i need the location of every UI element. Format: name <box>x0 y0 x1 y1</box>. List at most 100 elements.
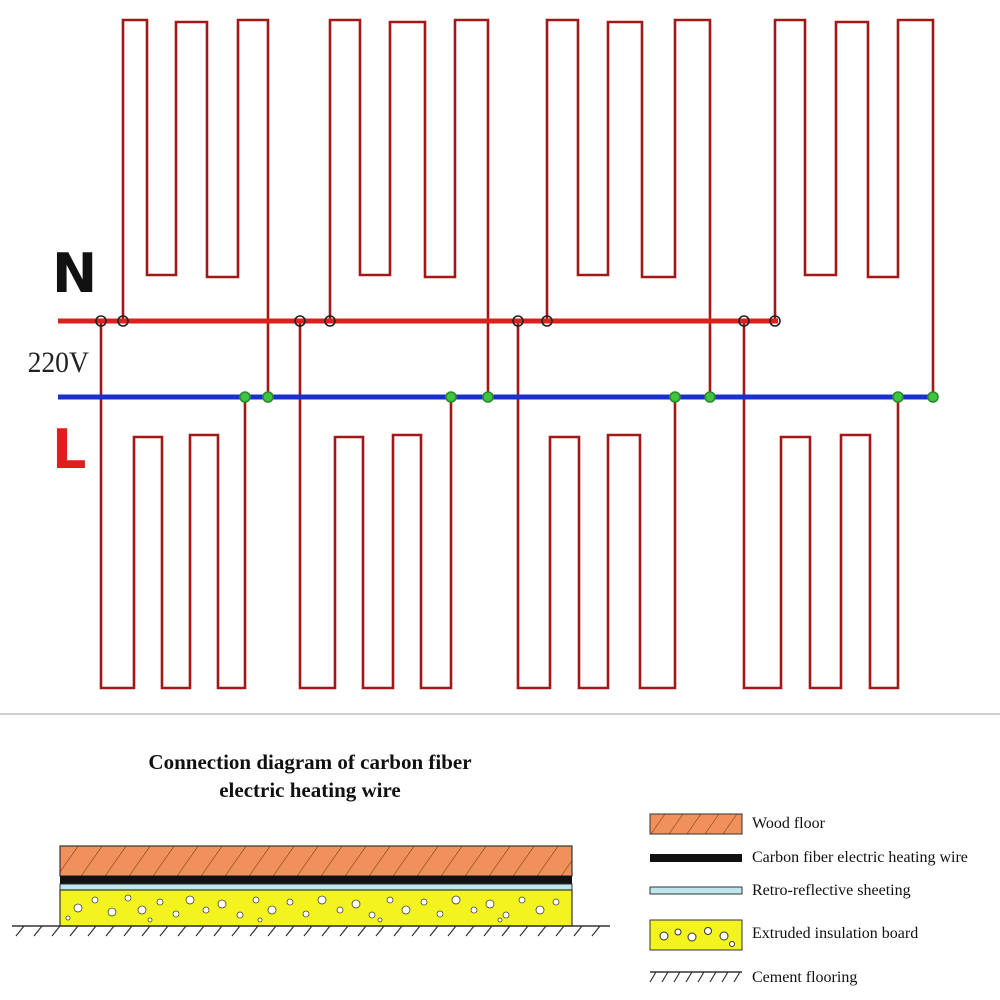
live-junction-node-6 <box>704 391 716 403</box>
diagram-caption: Connection diagram of carbon fiber elect… <box>100 748 520 804</box>
heating-wire-layer <box>60 876 572 884</box>
ground-hatch-mark <box>249 925 259 937</box>
live-junction-node-8 <box>927 391 939 403</box>
lower-heating-wire-2 <box>298 321 453 690</box>
insulation-bubble <box>172 910 180 918</box>
legend-label-cement-flooring: Cement flooring <box>752 969 858 986</box>
ground-hatch-mark <box>447 925 457 937</box>
ground-hatch-mark <box>177 925 187 937</box>
ground-hatch-mark <box>339 925 349 937</box>
insulation-bubble <box>451 895 461 905</box>
neutral-junction-node-3 <box>294 315 306 327</box>
insulation-bubble <box>470 906 478 914</box>
ground-hatch-mark <box>105 925 115 937</box>
neutral-junction-node-7 <box>738 315 750 327</box>
ground-hatch-mark <box>159 925 169 937</box>
legend-label-insulation-board: Extruded insulation board <box>752 925 919 942</box>
heating-wire-swatch <box>650 854 742 862</box>
ground-hatch-mark <box>555 925 565 937</box>
ground-hatch-mark <box>573 925 583 937</box>
ground-hatch-mark <box>231 925 241 937</box>
insulation-bubble <box>185 895 195 905</box>
insulation-bubble <box>107 907 117 917</box>
wood-floor-layer <box>59 845 573 877</box>
lower-heating-wire-3 <box>516 321 677 690</box>
live-junction-node-7 <box>892 391 904 403</box>
insulation-bubble <box>351 899 361 909</box>
insulation-bubble <box>73 903 83 913</box>
ground-hatch-mark <box>141 925 151 937</box>
insulation-bubble <box>485 899 495 909</box>
legend-label-heating-wire: Carbon fiber electric heating wire <box>752 849 968 866</box>
insulation-bubble <box>124 894 132 902</box>
insulation-texture <box>65 894 560 923</box>
upper-heating-wire-3 <box>545 18 712 397</box>
wiring-diagram: N 220V L <box>28 18 939 690</box>
caption-line-2: electric heating wire <box>219 778 401 802</box>
upper-heating-wire-2 <box>328 18 490 397</box>
legend-label-retro-sheeting: Retro-reflective sheeting <box>752 882 911 899</box>
ground-hatch-mark <box>303 925 313 937</box>
neutral-label: N <box>52 242 97 305</box>
ground-hatch-mark <box>429 925 439 937</box>
neutral-junction-node-2 <box>117 315 129 327</box>
insulation-bubble <box>217 899 227 909</box>
retro-reflective-layer <box>59 883 573 891</box>
junction-node-group <box>95 315 939 403</box>
neutral-junction-node-8 <box>769 315 781 327</box>
insulation-bubble <box>257 917 263 923</box>
insulation-bubble <box>302 910 310 918</box>
insulation-bubble <box>156 898 164 906</box>
ground-hatch-mark <box>33 925 43 937</box>
lower-heating-wire-1 <box>99 321 247 690</box>
insulation-bubble <box>236 911 244 919</box>
ground-hatch-mark <box>195 925 205 937</box>
ground-hatch-mark <box>285 925 295 937</box>
upper-heating-wire-1 <box>121 18 270 397</box>
lower-heating-wire-4 <box>742 321 900 690</box>
live-junction-node-5 <box>669 391 681 403</box>
cement-floor-hatch <box>15 925 601 937</box>
insulation-bubble <box>368 911 376 919</box>
ground-hatch-mark <box>393 925 403 937</box>
ground-hatch-mark <box>267 925 277 937</box>
wood-floor-swatch <box>649 813 743 835</box>
ground-hatch-mark <box>519 925 529 937</box>
insulation-bubble <box>137 905 147 915</box>
ground-hatch-mark <box>591 925 601 937</box>
ground-hatch-mark <box>501 925 511 937</box>
insulation-bubble <box>336 906 344 914</box>
insulation-bubble <box>436 910 444 918</box>
voltage-label: 220V <box>28 346 89 379</box>
live-junction-node-3 <box>445 391 457 403</box>
legend: Wood floor Carbon fiber electric heating… <box>648 808 1000 998</box>
ground-hatch-mark <box>357 925 367 937</box>
legend-label-wood-floor: Wood floor <box>752 815 825 832</box>
cement-flooring-swatch <box>649 971 742 983</box>
neutral-junction-node-5 <box>512 315 524 327</box>
neutral-junction-node-4 <box>324 315 336 327</box>
insulation-bubble <box>267 905 277 915</box>
ground-hatch-mark <box>411 925 421 937</box>
insulation-bubble <box>497 917 503 923</box>
insulation-bubble <box>91 896 99 904</box>
insulation-bubble <box>535 905 545 915</box>
insulation-bubble <box>401 905 411 915</box>
ground-hatch-mark <box>465 925 475 937</box>
ground-hatch-mark <box>483 925 493 937</box>
insulation-bubble <box>552 898 560 906</box>
insulation-bubble <box>317 895 327 905</box>
insulation-bubble <box>420 898 428 906</box>
section-divider <box>0 713 1000 715</box>
insulation-bubble <box>502 911 510 919</box>
ground-hatch-mark <box>537 925 547 937</box>
live-junction-node-2 <box>262 391 274 403</box>
insulation-bubble <box>386 896 394 904</box>
caption-line-1: Connection diagram of carbon fiber <box>148 750 472 774</box>
ground-hatch-mark <box>321 925 331 937</box>
retro-sheeting-swatch <box>649 886 743 895</box>
ground-hatch-mark <box>15 925 25 937</box>
ground-hatch-mark <box>213 925 223 937</box>
live-label: L <box>52 418 86 481</box>
upper-heating-wire-4 <box>773 18 935 397</box>
